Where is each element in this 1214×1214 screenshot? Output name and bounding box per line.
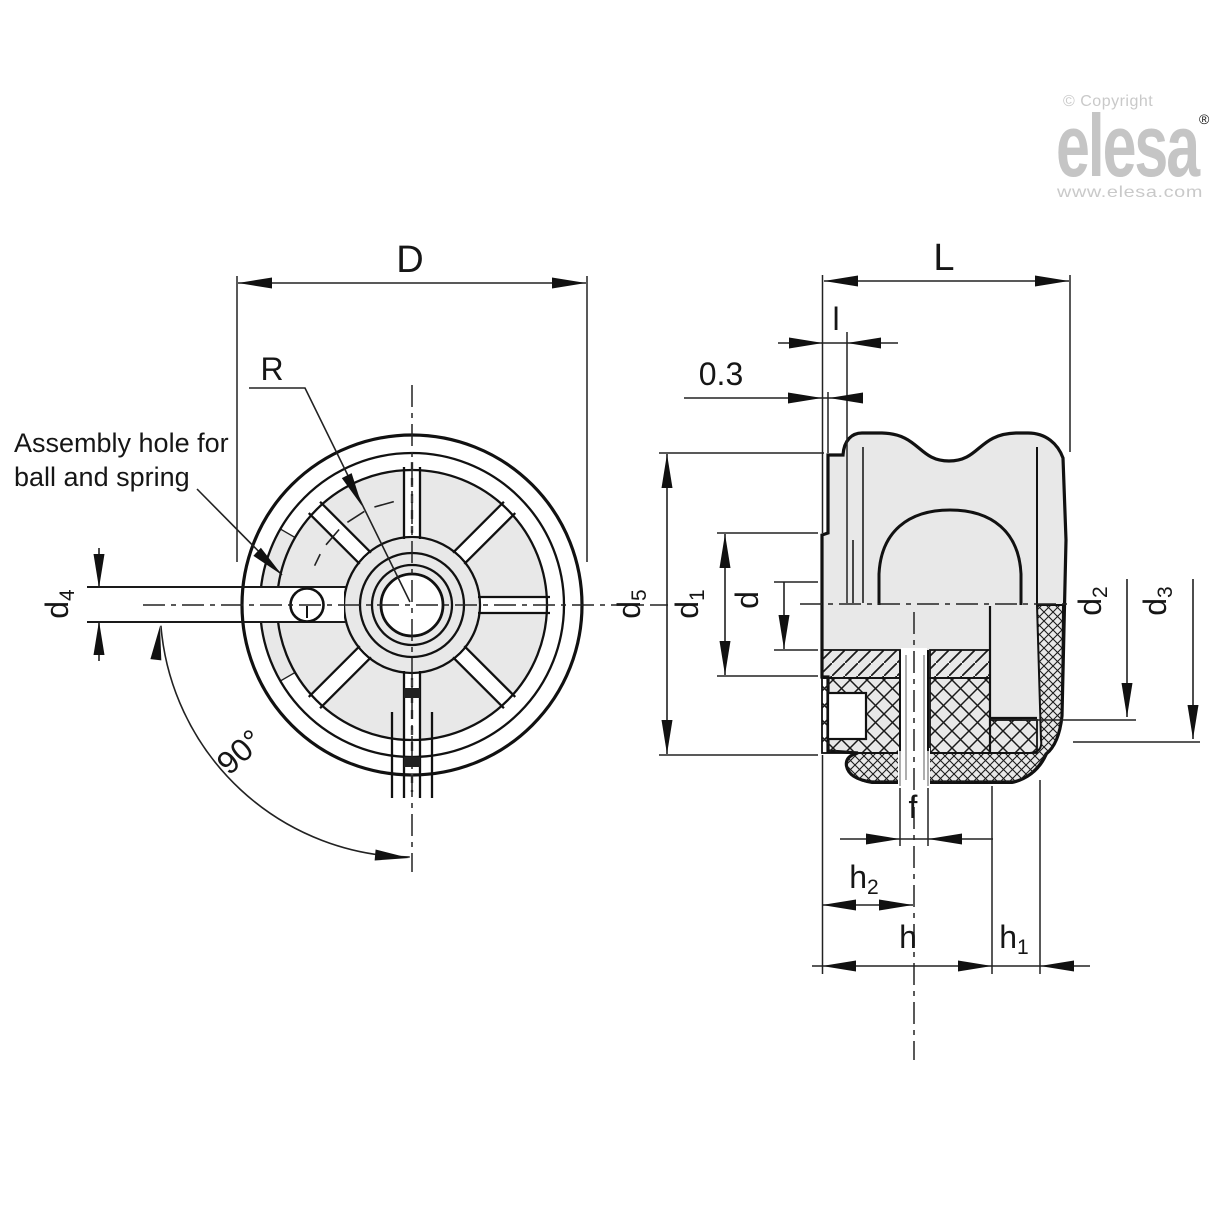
dim-h2: h2 [821,755,913,974]
dim-d2-label: d2 [1072,586,1112,615]
dim-d4-label: d4 [39,589,79,619]
assembly-note-line2: ball and spring [14,462,190,492]
branding: © Copyright elesa ® www.elesa.com [1056,93,1210,201]
copyright-text: © Copyright [1063,93,1153,110]
elesa-logo: elesa [1056,96,1201,195]
hub-bore [826,691,868,741]
hole-position-arc [313,500,395,567]
dim-d2: d2 [1022,579,1136,721]
section-insert [821,649,991,679]
dim-offset-03: 0.3 [684,356,863,453]
dim-d5: d5 [611,452,824,756]
dim-d4: d4 [39,548,105,661]
dim-d1: d1 [669,532,818,677]
dim-l-label: l [832,301,839,337]
dim-h1-label: h1 [999,919,1028,959]
dim-R-label: R [260,351,283,387]
dim-d1-label: d1 [669,589,709,618]
dim-d5-label: d5 [611,589,651,618]
front-view: R Assembly hole for ball and spring D d4 [14,239,668,872]
dim-D: D [236,239,588,562]
dim-d-label: d [729,591,765,609]
dim-f-label: f [909,789,918,825]
dim-d: d [729,581,818,651]
assembly-note: Assembly hole for ball and spring [14,428,283,576]
dim-d3-label: d3 [1137,586,1177,615]
dim-h-label: h [899,919,917,955]
knurled-band [845,604,1065,784]
website-url: www.elesa.com [1056,184,1203,201]
dim-h2-label: h2 [849,859,878,899]
registered-mark: ® [1199,111,1210,127]
side-view: L l 0.3 d5 [611,237,1200,1060]
dim-offset-label: 0.3 [699,356,743,392]
assembly-note-line1: Assembly hole for [14,428,229,458]
dim-D-label: D [396,239,423,281]
dim-h-h1: h h1 [812,780,1090,974]
dim-d3: d3 [1073,579,1200,743]
dim-l: l [778,301,898,603]
dim-R: R [249,351,411,603]
dim-angle-label: 90° [210,722,270,781]
cavity-dome [877,508,1023,605]
dim-L-label: L [933,237,954,279]
dim-f: f [840,788,993,846]
dim-L: L [821,237,1071,533]
